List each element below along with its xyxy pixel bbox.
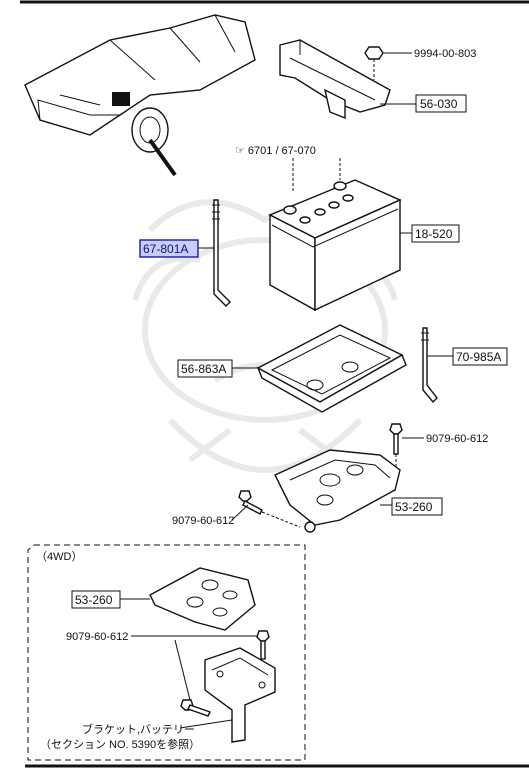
nut-9994-00-803 bbox=[364, 46, 384, 80]
svg-text:18-520: 18-520 bbox=[415, 227, 453, 241]
svg-text:53-260: 53-260 bbox=[395, 500, 433, 514]
callout-56-863a: 56-863A bbox=[177, 359, 233, 378]
inset-note-line1: ブラケット,バッテリー bbox=[82, 722, 195, 736]
svg-text:53-260: 53-260 bbox=[75, 593, 113, 607]
svg-text:67-801A: 67-801A bbox=[143, 242, 188, 256]
callout-18-520: 18-520 bbox=[411, 224, 460, 243]
callout-70-985a: 70-985A bbox=[452, 347, 508, 366]
bracket-56-030 bbox=[279, 39, 391, 120]
svg-text:56-030: 56-030 bbox=[420, 97, 458, 111]
label-9994-00-803: 9994-00-803 bbox=[414, 48, 476, 60]
rod-67-801a bbox=[212, 199, 231, 307]
inset-bolt-horizontal bbox=[180, 699, 211, 717]
bolt-left bbox=[238, 490, 301, 528]
inset-4wd: （4WD） 53-260 9079-60-612 bbox=[27, 544, 306, 761]
inset-callout-53-260: 53-260 bbox=[71, 590, 121, 609]
car-illustration bbox=[24, 14, 256, 177]
label-bolt-upper: 9079-60-612 bbox=[426, 433, 488, 445]
inset-bracket-battery bbox=[204, 647, 276, 743]
label-bolt-left: 9079-60-612 bbox=[172, 515, 234, 527]
svg-text:70-985A: 70-985A bbox=[456, 350, 501, 364]
callout-53-260: 53-260 bbox=[391, 497, 443, 516]
bolt-upper bbox=[389, 423, 403, 470]
callout-67-801a[interactable]: 67-801A bbox=[139, 239, 199, 258]
tray-56-863a bbox=[256, 324, 407, 413]
svg-text:56-863A: 56-863A bbox=[181, 362, 226, 376]
inset-bolt-vertical bbox=[256, 630, 270, 660]
inset-bracket-53-260 bbox=[149, 567, 256, 631]
callout-56-030: 56-030 bbox=[415, 94, 467, 113]
inset-note-line2: （セクション NO. 5390を参照） bbox=[40, 737, 200, 751]
inset-title: （4WD） bbox=[36, 550, 82, 563]
battery-caps bbox=[283, 181, 354, 224]
inset-label-bolt: 9079-60-612 bbox=[66, 631, 128, 643]
battery-18-520 bbox=[268, 179, 402, 312]
bracket-53-260 bbox=[274, 449, 401, 533]
label-battery-cover: ☞ 6701 / 67-070 bbox=[235, 145, 316, 157]
rod-70-985a bbox=[421, 327, 438, 404]
